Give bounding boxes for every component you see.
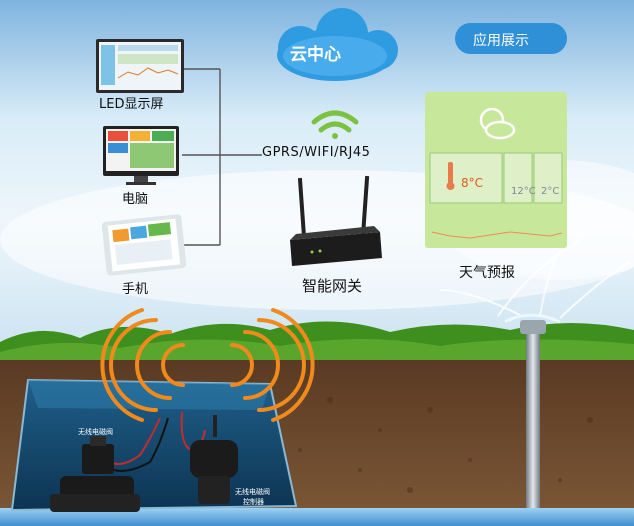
smart-gateway-icon bbox=[290, 175, 382, 266]
sun-cloud-icon bbox=[479, 107, 516, 140]
computer-icon bbox=[103, 126, 179, 185]
current-temperature: 8°C bbox=[461, 176, 484, 190]
grass-strip-highlight bbox=[0, 339, 634, 364]
valve-controller-icon bbox=[190, 415, 238, 504]
led-screen-label: LED显示屏 bbox=[99, 97, 164, 112]
sprinkler-icon bbox=[439, 239, 631, 508]
led-screen-icon bbox=[96, 39, 184, 93]
solenoid-valve-icon bbox=[50, 436, 140, 512]
connector-lines bbox=[180, 68, 262, 246]
cloud-center-label: 云中心 bbox=[290, 45, 341, 65]
mobile-phone-icon bbox=[101, 214, 187, 276]
controller-label-line1: 无线电磁阀 bbox=[235, 488, 270, 496]
computer-label: 电脑 bbox=[122, 192, 149, 207]
thermometer-icon bbox=[446, 162, 455, 190]
wireless-signal-waves bbox=[100, 308, 315, 422]
weather-forecast-label: 天气预报 bbox=[459, 265, 515, 281]
network-protocols-label: GPRS/WIFI/RJ45 bbox=[262, 145, 371, 160]
weather-forecast-panel bbox=[425, 92, 567, 248]
soil-texture bbox=[298, 397, 593, 493]
solenoid-valve-label: 无线电磁阀 bbox=[78, 428, 113, 436]
forecast-temperature: 2°C bbox=[541, 186, 560, 197]
mobile-phone-label: 手机 bbox=[122, 282, 149, 297]
controller-label-line2: 控制器 bbox=[243, 498, 264, 506]
forecast-temperature: 12°C bbox=[511, 186, 536, 197]
temperature-curve bbox=[431, 231, 563, 239]
app-showcase-badge bbox=[455, 23, 567, 54]
smart-gateway-label: 智能网关 bbox=[302, 277, 363, 295]
cloud-center-icon bbox=[277, 8, 398, 81]
app-showcase-label: 应用展示 bbox=[473, 33, 529, 49]
wifi-signal-icon bbox=[311, 110, 359, 139]
water-strip bbox=[0, 508, 634, 526]
